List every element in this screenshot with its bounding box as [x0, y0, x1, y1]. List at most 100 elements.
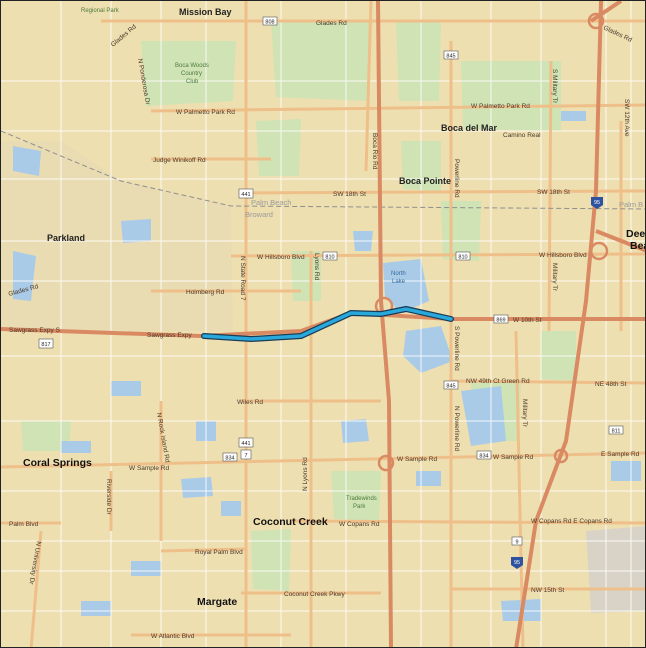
svg-text:7: 7 — [244, 453, 247, 459]
road-sample-w: W Sample Rd — [129, 465, 169, 472]
highlighted-route[interactable] — [202, 307, 453, 341]
shield-834-east: 834 — [476, 450, 492, 460]
shield-7: 7 — [240, 449, 252, 460]
svg-text:811: 811 — [612, 429, 621, 435]
road-palmetto-e: W Palmetto Park Rd — [471, 103, 530, 110]
road-sample-e: W Sample Rd — [493, 454, 533, 461]
svg-text:95: 95 — [514, 560, 520, 566]
road-s-military: S Military Tr — [551, 69, 558, 104]
water-north-lake-1: North — [391, 271, 406, 277]
road-powerline: Powerline Rd — [453, 159, 460, 198]
city-boca-pointe: Boca Pointe — [399, 176, 451, 186]
park-tradewinds-2: Park — [353, 504, 366, 510]
road-n-powerline: N Powerline Rd — [453, 406, 460, 452]
svg-text:810: 810 — [458, 255, 467, 261]
shield-845-north: 845 — [443, 50, 459, 60]
parkland-open-land — [1, 141, 233, 331]
road-coconut-creek-pkwy: Coconut Creek Pkwy — [284, 591, 345, 598]
shield-95-north: 95 — [591, 197, 603, 209]
road-glades: Glades Rd — [316, 20, 347, 27]
svg-text:845: 845 — [446, 54, 455, 60]
park-tradewinds-1: Tradewinds — [346, 496, 377, 502]
svg-text:9: 9 — [515, 540, 518, 546]
city-deerfield-2: Bea — [630, 240, 646, 252]
road-camino-real: Camino Real — [503, 132, 541, 139]
svg-text:845: 845 — [446, 384, 455, 390]
shield-810-west: 810 — [322, 251, 338, 261]
city-labels: Mission Bay Parkland Boca del Mar Boca P… — [23, 7, 646, 608]
park-labels: Regional Park Boca Woods Country Club Tr… — [81, 8, 377, 510]
svg-text:95: 95 — [594, 200, 600, 206]
road-sw-18th-w: SW 18th St — [333, 191, 366, 198]
shield-869: 869 — [493, 314, 509, 324]
city-parkland: Parkland — [47, 233, 85, 243]
county-labels: Palm Beach Broward Palm B — [245, 198, 643, 219]
shield-834-west: 834 — [222, 452, 238, 462]
route-shields: 808 845 441 810 810 869 817 845 441 7 83… — [38, 16, 624, 569]
road-boca-rio: Boca Rio Rd — [371, 133, 378, 170]
road-sw-12th: SW 12th Ave — [623, 99, 630, 137]
road-nw-48th: NW 49th Ct Green Rd — [466, 378, 530, 385]
road-military-1: Military Tr — [551, 263, 558, 292]
city-mission-bay: Mission Bay — [179, 7, 232, 17]
svg-text:808: 808 — [265, 20, 274, 26]
road-sawgrass-w: Sawgrass Expy S — [9, 327, 61, 334]
road-hillsboro-w: W Hillsboro Blvd — [257, 254, 305, 261]
park-regional: Regional Park — [81, 8, 120, 14]
road-atlantic: W Atlantic Blvd — [151, 633, 195, 640]
road-sample-c: W Sample Rd — [397, 456, 437, 463]
shield-9: 9 — [511, 536, 523, 546]
shield-808: 808 — [262, 16, 278, 26]
svg-text:834: 834 — [479, 454, 488, 460]
road-e-sample: E Sample Rd — [601, 451, 640, 458]
road-n-lyons: N Lyons Rd — [302, 457, 309, 491]
road-lyons: Lyons Rd — [313, 253, 320, 281]
county-palm-beach: Palm Beach — [251, 198, 291, 207]
city-coconut-creek: Coconut Creek — [253, 516, 328, 528]
road-palm-blvd: Palm Blvd — [9, 521, 39, 528]
road-sawgrass: Sawgrass Expy — [147, 332, 193, 339]
county-line — [1, 130, 645, 210]
svg-text:817: 817 — [41, 342, 50, 348]
road-ne-48th: NE 48th St — [595, 381, 627, 388]
road-royal-palm: Royal Palm Blvd — [195, 549, 243, 556]
shield-811: 811 — [608, 425, 624, 435]
shield-95-south: 95 — [511, 557, 523, 569]
water-labels: North Lake — [391, 271, 406, 285]
svg-text:441: 441 — [241, 192, 250, 198]
shield-441-north: 441 — [238, 188, 254, 199]
svg-text:441: 441 — [241, 441, 250, 447]
road-wiles: Wiles Rd — [237, 399, 263, 406]
county-palm-beach-east: Palm B — [619, 200, 643, 209]
road-n-state-rd-7: N State Road 7 — [239, 256, 246, 301]
road-palmetto-w: W Palmetto Park Rd — [176, 109, 235, 116]
shield-845-south: 845 — [443, 380, 459, 390]
road-copans-w: W Copans Rd — [339, 521, 380, 528]
park-boca-woods-2: Country — [181, 71, 202, 77]
road-military-2: Military Tr — [521, 399, 528, 428]
city-deerfield-1: Deer — [626, 228, 646, 240]
svg-text:810: 810 — [325, 255, 334, 261]
county-broward: Broward — [245, 210, 273, 219]
city-boca-del-mar: Boca del Mar — [441, 123, 498, 133]
shield-817: 817 — [38, 338, 54, 349]
road-w-10th: W 10th St — [513, 317, 542, 324]
city-coral-springs: Coral Springs — [23, 457, 92, 469]
water-north-lake-2: Lake — [392, 279, 406, 285]
airport-area — [586, 526, 645, 613]
water-bodies — [13, 111, 641, 621]
park-boca-woods-1: Boca Woods — [175, 63, 209, 69]
road-riverside: Riverside Dr — [105, 479, 112, 516]
shield-441-south: 441 — [238, 437, 254, 448]
park-boca-woods-3: Club — [186, 79, 199, 85]
road-nw-15th: NW 15th St — [531, 587, 564, 594]
road-sw-18th-e: SW 18th St — [537, 189, 570, 196]
road-hillsboro-e: W Hillsboro Blvd — [539, 252, 587, 259]
svg-text:869: 869 — [496, 318, 505, 324]
shield-810-east: 810 — [455, 251, 471, 261]
road-s-powerline: S Powerline Rd — [453, 326, 460, 371]
